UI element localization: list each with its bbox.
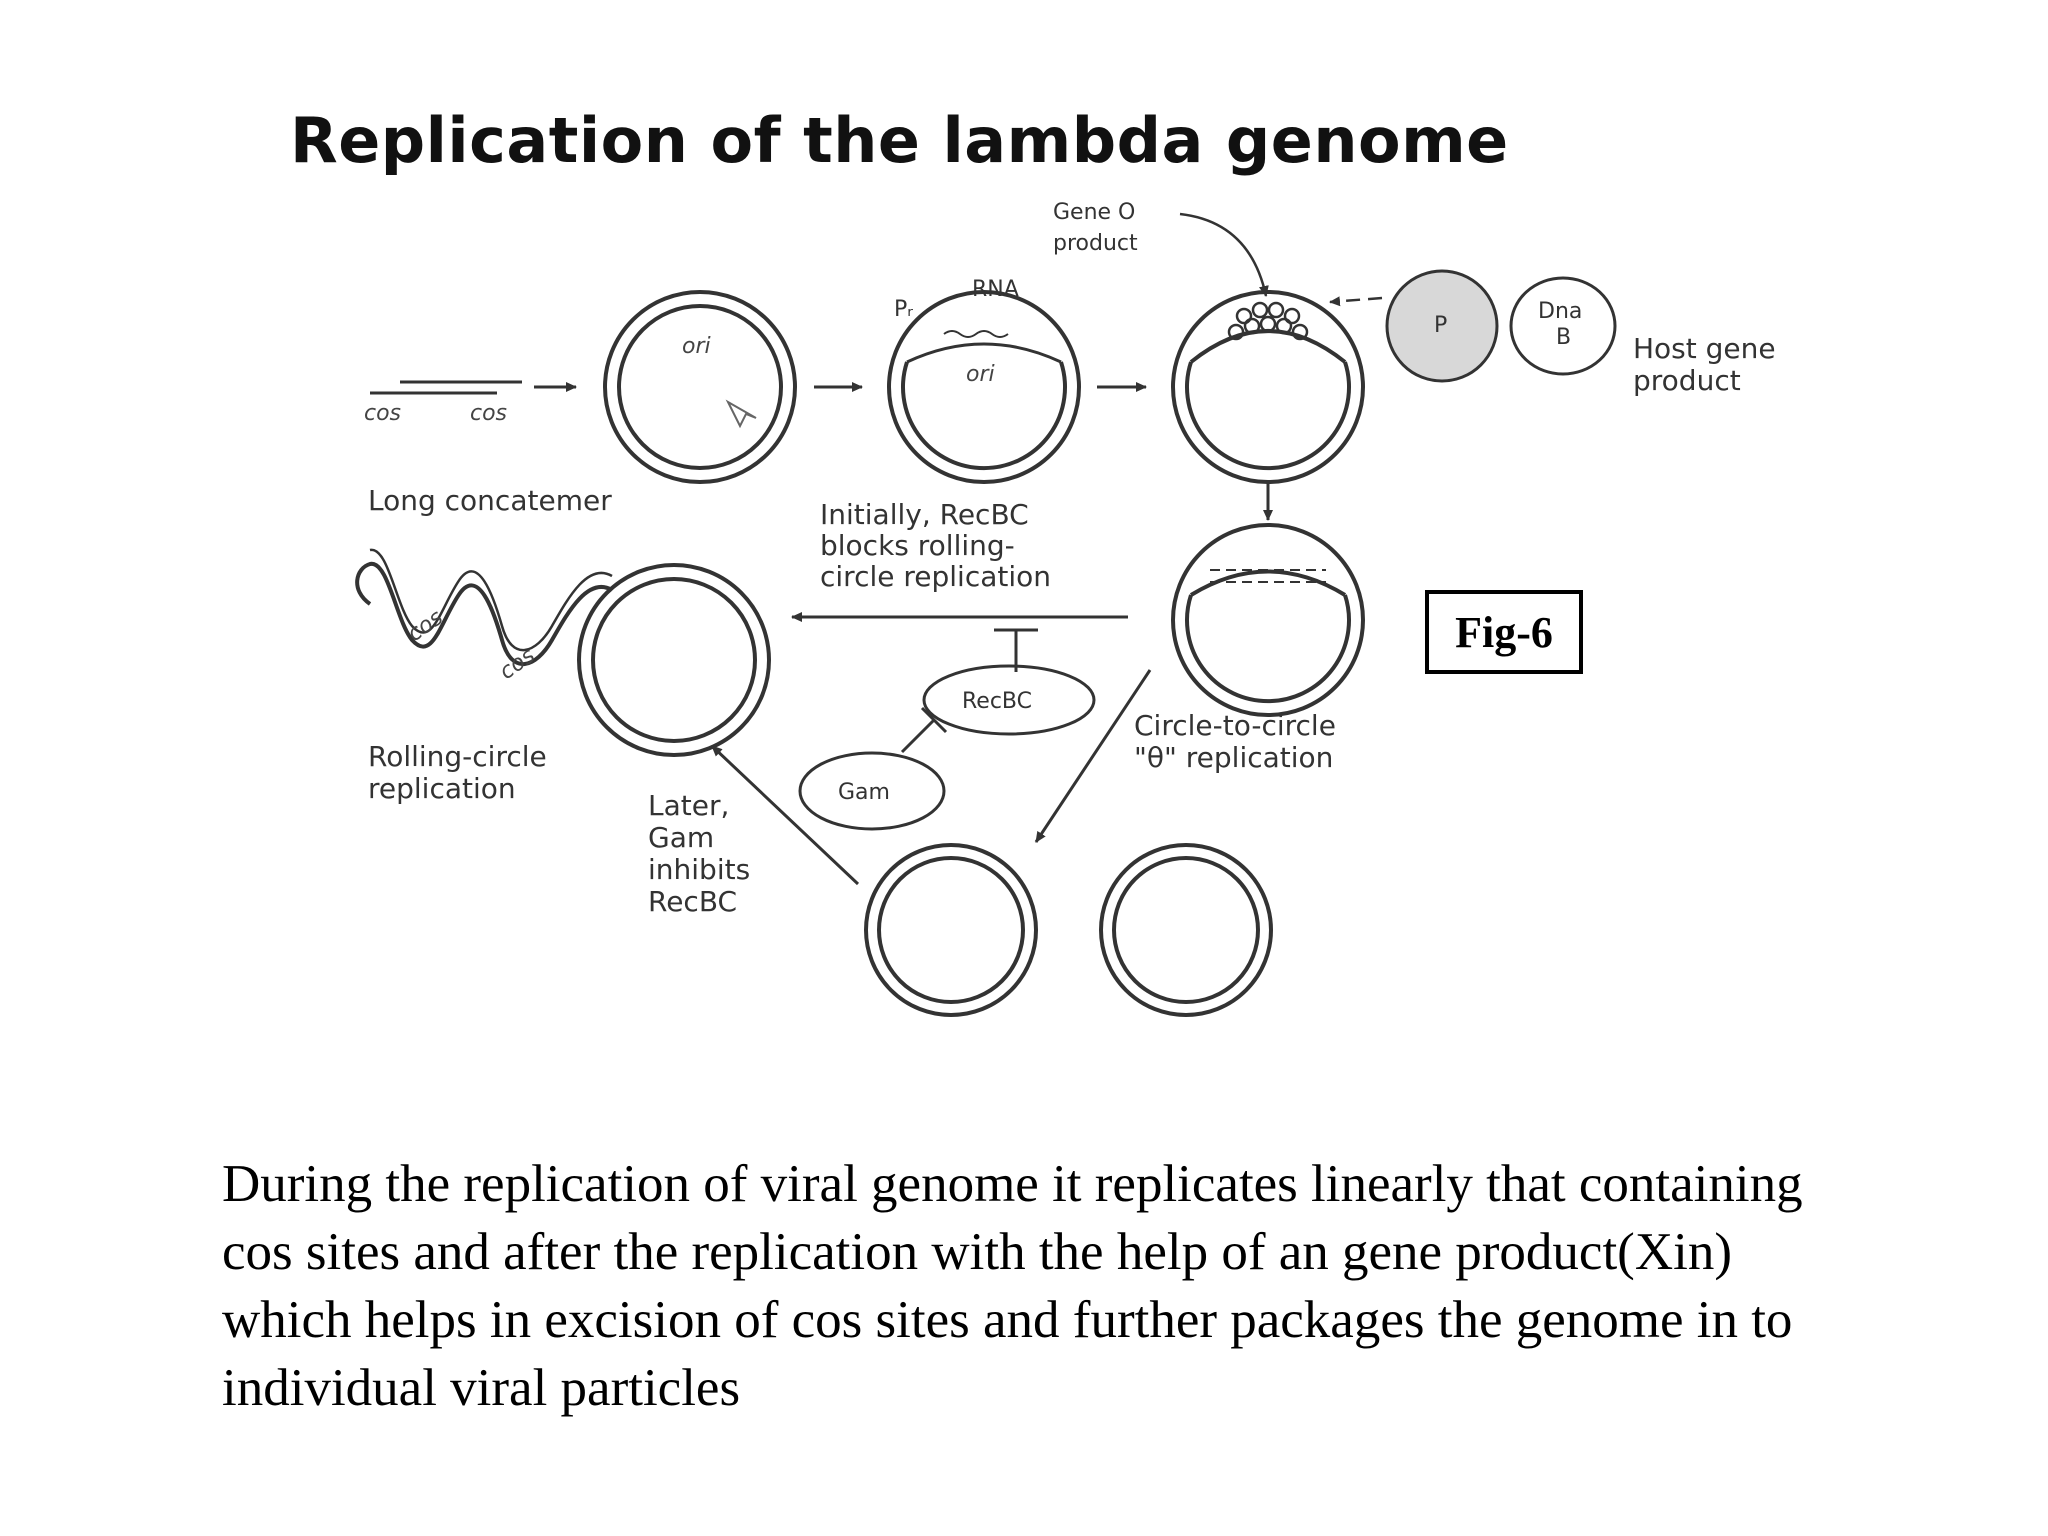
host-gene-label: Host gene (1633, 332, 1776, 365)
arrow (1179, 212, 1269, 297)
gam-protein (798, 751, 946, 831)
rolling-circle-label: replication (368, 772, 516, 805)
caption-line: which helps in excision of cos sites and… (222, 1291, 1793, 1349)
rna-label: RNA (972, 277, 1019, 302)
later-label: Later, (648, 789, 729, 822)
inhibition-bar (920, 706, 948, 734)
ori-label: ori (682, 334, 711, 359)
caption-line: individual viral particles (222, 1359, 741, 1417)
p-protein (1385, 269, 1499, 383)
p-label: P (1434, 313, 1447, 338)
pr-label: Pᵣ (894, 297, 913, 322)
dnab-label: B (1556, 325, 1571, 350)
circular-genome (603, 290, 797, 484)
dnab-protein (1509, 276, 1617, 376)
cos-label: cos (364, 401, 401, 426)
theta-label: "θ" replication (1134, 741, 1333, 774)
caption: During the replication of viral genome i… (222, 1150, 1962, 1422)
daughter-circle (864, 843, 1038, 1017)
gene-o-binding-circle (1171, 290, 1365, 484)
caption-line: During the replication of viral genome i… (222, 1155, 1803, 1213)
recbc-label: RecBC (962, 689, 1032, 714)
initially-label: blocks rolling- (820, 529, 1015, 562)
dnab-label: Dna (1538, 299, 1582, 324)
gam-label: Gam (838, 780, 890, 805)
transcription-circle (887, 290, 1081, 484)
caption-line: cos sites and after the replication with… (222, 1223, 1732, 1281)
long-concatemer-label: Long concatemer (368, 484, 612, 517)
rolling-circle (355, 548, 771, 757)
cursor-icon (725, 399, 757, 429)
recbc-enzyme (922, 664, 1096, 736)
later-label: inhibits (648, 853, 750, 886)
slide-title: Replication of the lambda genome (290, 104, 1509, 177)
arrow (1034, 669, 1152, 843)
initially-label: Initially, RecBC (820, 498, 1029, 531)
theta-replication-circle (1171, 523, 1365, 717)
daughter-circle (1099, 843, 1273, 1017)
arrow (1329, 296, 1383, 307)
gene-o-label: Gene O (1053, 200, 1135, 225)
initially-label: circle replication (820, 560, 1051, 593)
theta-label: Circle-to-circle (1134, 709, 1336, 742)
cos-label: cos (495, 643, 540, 685)
linear-dna (370, 380, 522, 395)
ori-label: ori (966, 362, 995, 387)
rolling-circle-label: Rolling-circle (368, 740, 547, 773)
later-label: Gam (648, 821, 714, 854)
cos-label: cos (470, 401, 507, 426)
gene-o-label: product (1053, 231, 1138, 256)
inhibition-line (900, 718, 936, 754)
host-gene-label: product (1633, 364, 1741, 397)
later-label: RecBC (648, 885, 737, 918)
figure-label: Fig-6 (1425, 590, 1583, 674)
arrow (710, 744, 860, 886)
